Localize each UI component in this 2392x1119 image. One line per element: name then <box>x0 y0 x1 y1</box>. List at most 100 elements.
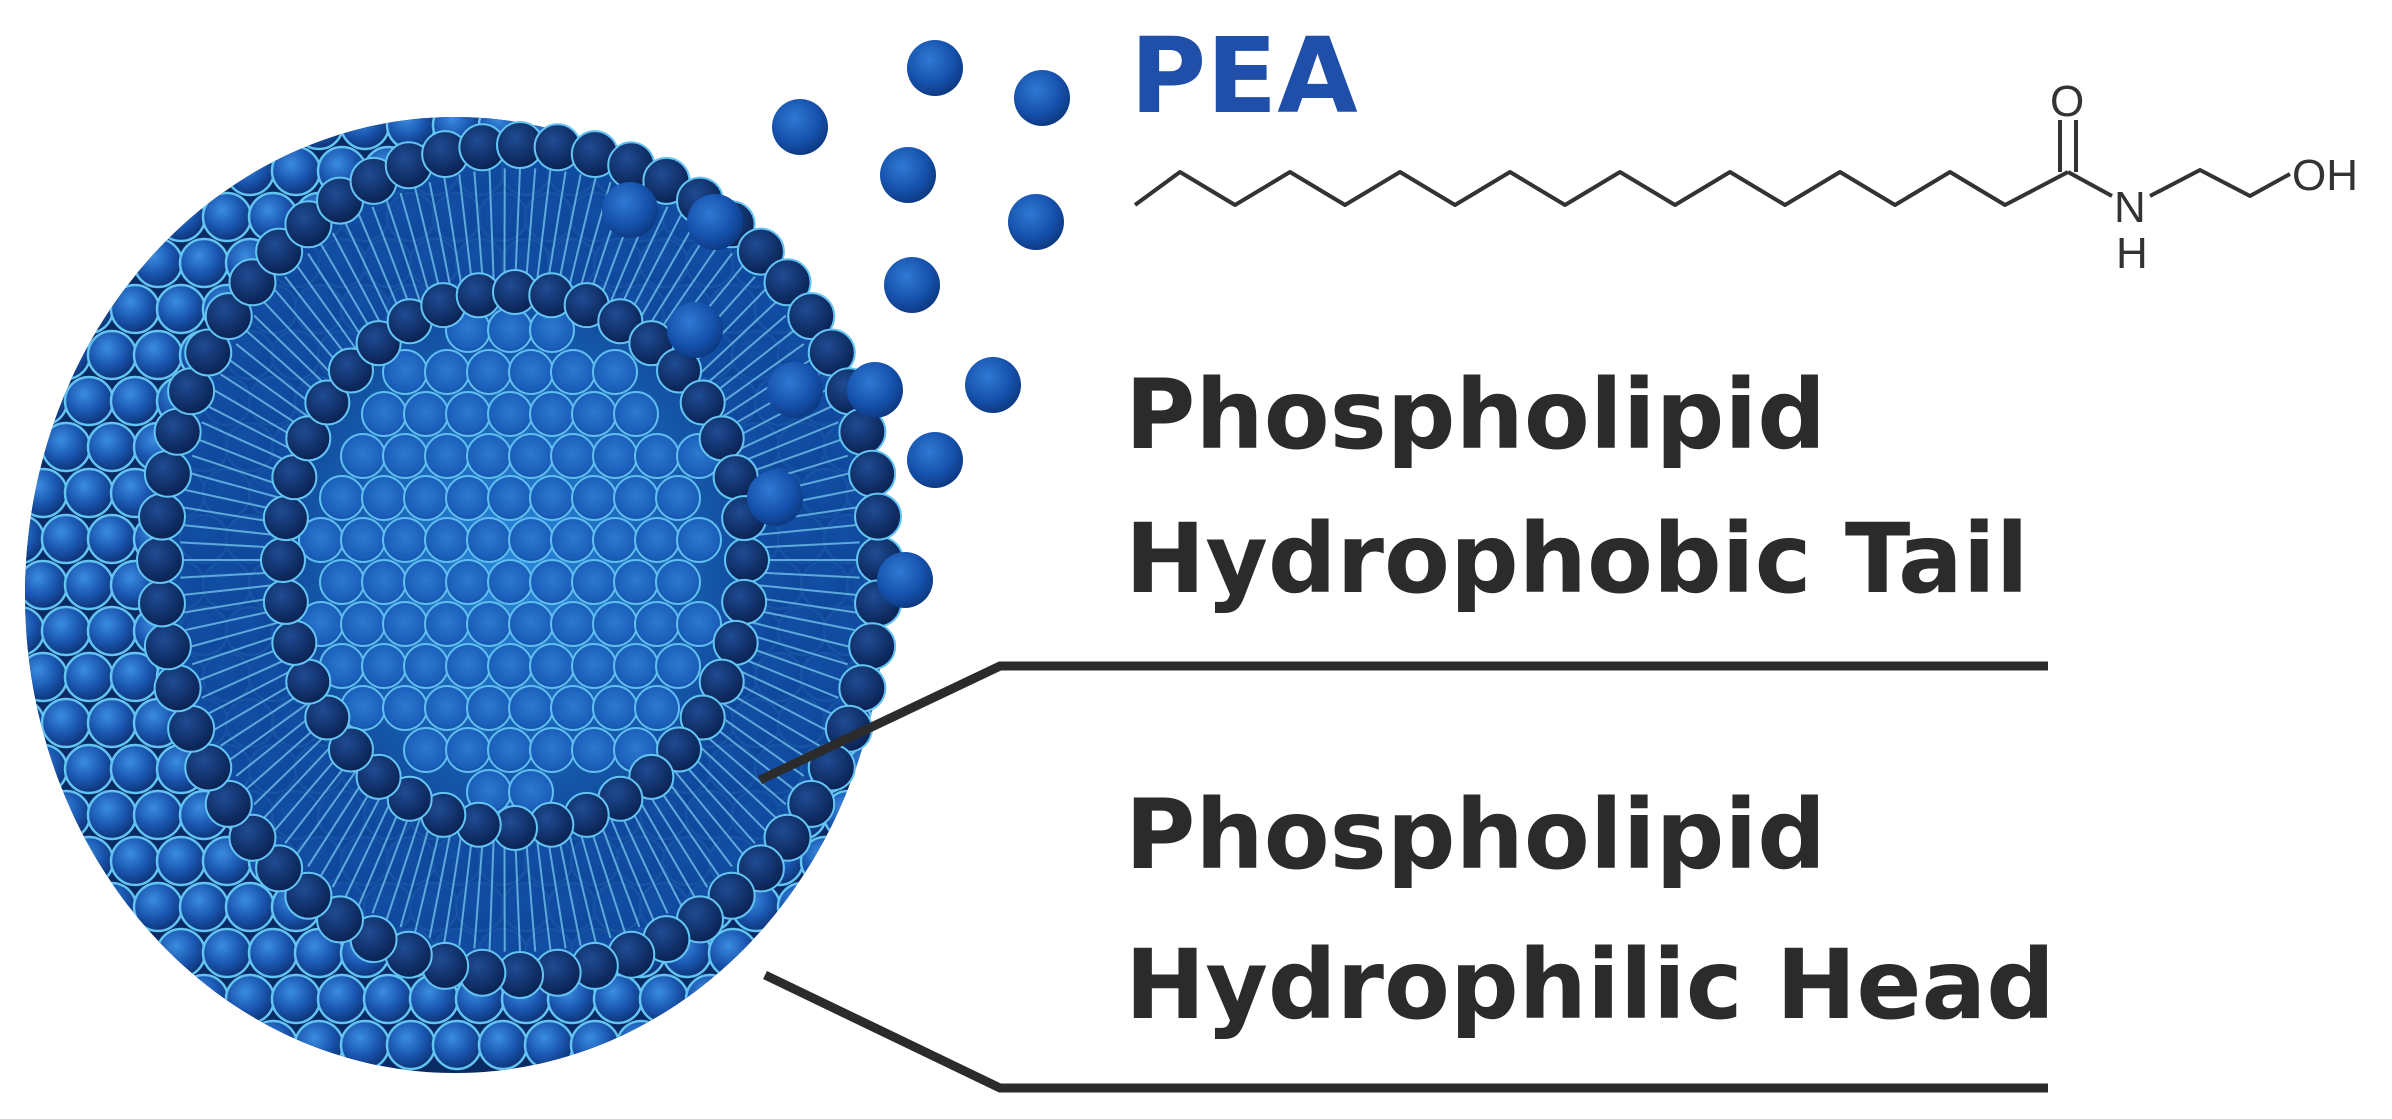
rim-head-inner <box>679 379 726 426</box>
pea-dot <box>907 40 963 96</box>
core-head <box>592 433 638 479</box>
phospholipid-head <box>86 881 138 933</box>
core-head <box>571 391 617 437</box>
rim-head-inner <box>304 379 351 426</box>
carbonyl-oxygen-label: O <box>2050 77 2084 126</box>
phospholipid-head <box>25 651 69 703</box>
core-head <box>424 517 470 563</box>
pea-chemical-structure: O N H OH <box>1133 77 2358 278</box>
phospholipid-head <box>155 927 207 979</box>
core-head <box>403 475 449 521</box>
core-head <box>403 643 449 689</box>
pea-title: PEA <box>1130 15 1358 137</box>
core-head <box>487 559 533 605</box>
phospholipid-head <box>25 329 46 381</box>
core-head <box>382 433 428 479</box>
rim-head-outer <box>167 704 216 753</box>
phospholipid-head <box>201 927 253 979</box>
tail-strand <box>748 583 859 597</box>
core-head <box>340 433 386 479</box>
phospholipid-head <box>25 513 46 565</box>
phospholipid-head <box>615 117 667 151</box>
rim-head-inner <box>260 537 306 583</box>
core-head <box>592 349 638 395</box>
phospholipid-head <box>201 1019 253 1071</box>
rim-head-outer <box>854 492 903 541</box>
tail-strand <box>371 206 414 316</box>
core-head <box>634 685 680 731</box>
core-head <box>592 685 638 731</box>
phospholipid-head <box>63 835 115 887</box>
phospholipid-head <box>845 927 885 979</box>
phospholipid-head <box>63 467 115 519</box>
phospholipid-head <box>868 881 885 933</box>
tail-strand <box>676 755 756 845</box>
tail-strand <box>344 223 396 327</box>
phospholipid-head <box>178 881 230 933</box>
tail-strand <box>514 167 521 289</box>
tail-strand <box>206 666 300 715</box>
rim-head-layer <box>136 121 904 999</box>
tail-strand <box>307 772 370 868</box>
phospholipid-head <box>86 145 138 197</box>
tail-strand <box>188 619 287 649</box>
core-head <box>445 475 491 521</box>
tail-strand <box>625 799 683 906</box>
core-head <box>466 685 512 731</box>
phospholipid-head <box>523 1019 575 1071</box>
core-head <box>487 475 533 521</box>
tail-strand <box>399 192 434 306</box>
tail-strand <box>201 421 296 466</box>
phospholipid-head <box>385 1019 437 1071</box>
ethanol-chain <box>2149 168 2291 198</box>
phospholipid-head <box>799 927 851 979</box>
phospholipid-head <box>109 1019 161 1071</box>
phospholipid-head <box>25 927 69 979</box>
phospholipid-head <box>25 467 69 519</box>
tail-strand <box>730 405 834 455</box>
phospholipid-head <box>25 789 46 841</box>
phospholipid-head <box>63 927 115 979</box>
pea-dot <box>602 182 658 238</box>
rim-head-outer <box>848 449 897 498</box>
tail-strand <box>331 232 387 334</box>
rim-head-inner <box>327 347 374 394</box>
core-head <box>382 601 428 647</box>
tail-strand <box>443 177 464 295</box>
phospholipid-head <box>25 559 69 611</box>
phospholipid-head <box>753 1019 805 1071</box>
tail-strand <box>284 755 354 844</box>
rim-head-inner <box>712 619 759 666</box>
rim-head-outer <box>787 779 836 828</box>
rim-head-outer <box>137 579 186 628</box>
phospholipid-head <box>86 329 138 381</box>
tail-strand <box>535 830 552 951</box>
core-head <box>487 307 533 353</box>
phospholipid-head <box>339 1019 391 1071</box>
tail-strand <box>524 831 537 952</box>
core-head <box>466 517 512 563</box>
rim-head-inner <box>262 578 309 625</box>
phospholipid-head <box>86 697 138 749</box>
phospholipid-head <box>362 973 414 1025</box>
tail-strand <box>428 181 454 298</box>
phospholipid-head <box>822 145 874 197</box>
core-head <box>571 727 617 773</box>
core-head <box>550 433 596 479</box>
tail-strand <box>331 786 387 888</box>
core-head <box>550 685 596 731</box>
phospholipid-head <box>40 605 92 657</box>
phospholipid-head <box>799 1019 851 1071</box>
pea-dot <box>965 357 1021 413</box>
tail-strand <box>181 583 282 597</box>
tail-strand <box>413 818 444 934</box>
tail-strand <box>473 171 485 291</box>
tail-strand <box>344 793 396 897</box>
core-head <box>571 559 617 605</box>
rim-head-inner <box>262 495 309 542</box>
phospholipid-head <box>86 973 138 1025</box>
tail-strand <box>734 421 839 466</box>
core-head <box>445 391 491 437</box>
rim-head-inner <box>271 454 318 501</box>
tail-strand <box>691 738 777 819</box>
